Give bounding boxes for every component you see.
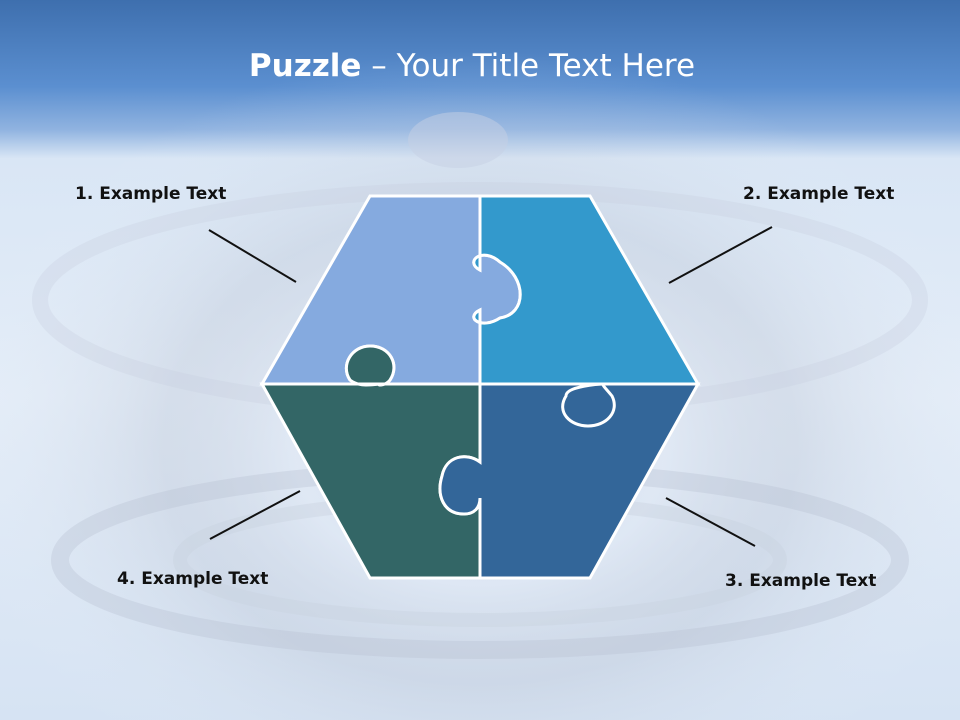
label-example-1: 1. Example Text (75, 184, 227, 204)
title-bold: Puzzle (248, 48, 362, 84)
connector-line-2 (668, 226, 773, 284)
title-rest: – Your Title Text Here (361, 48, 696, 84)
connector-line-3 (665, 497, 756, 547)
puzzle-piece-3 (438, 382, 701, 580)
label-example-4: 4. Example Text (117, 569, 269, 589)
connector-line-1 (208, 229, 297, 283)
connector-line-4 (209, 490, 301, 540)
page-title: Puzzle – Your Title Text Here (0, 48, 944, 84)
label-example-2: 2. Example Text (743, 184, 895, 204)
label-example-3: 3. Example Text (725, 571, 877, 591)
